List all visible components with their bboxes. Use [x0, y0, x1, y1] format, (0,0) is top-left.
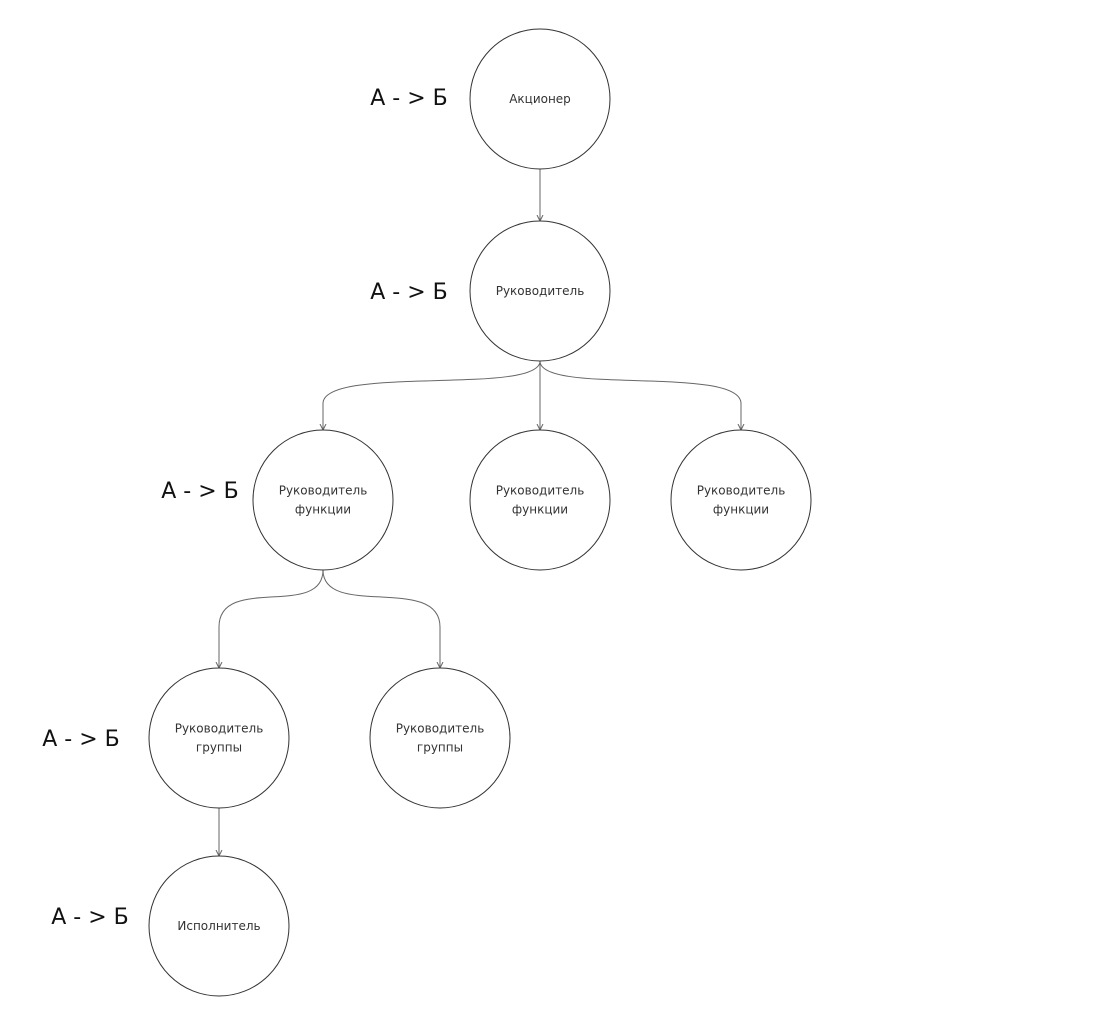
node-label-line: функции: [713, 503, 769, 517]
node-func-head-1[interactable]: Руководитель функции: [252, 429, 394, 571]
node-circle: [469, 220, 611, 362]
edge-head-to-func-head-3: [539, 360, 741, 430]
edge-func-head-1-to-group-head-2: [322, 569, 440, 668]
label-func-head: А - > Б: [161, 479, 239, 504]
node-label-line: Акционер: [509, 92, 571, 106]
node-circle: [148, 667, 290, 809]
node-label-line: Руководитель: [496, 484, 585, 498]
edges-layer: [219, 169, 741, 856]
nodes-layer: АкционерРуководительРуководительфункцииР…: [148, 28, 812, 997]
label-head: А - > Б: [370, 280, 448, 305]
edge-head-to-func-head-1: [323, 360, 541, 430]
node-group-head-1[interactable]: Руководитель группы: [148, 667, 290, 809]
node-label-line: функции: [295, 503, 351, 517]
node-label-line: Руководитель: [279, 484, 368, 498]
edge-func-head-1-to-group-head-1: [219, 569, 324, 668]
node-executor[interactable]: Исполнитель: [148, 855, 290, 997]
node-label-line: Исполнитель: [177, 919, 260, 933]
label-shareholder: А - > Б: [370, 86, 448, 111]
label-executor: А - > Б: [51, 905, 129, 930]
node-label-line: Руководитель: [175, 722, 264, 736]
node-label-line: Руководитель: [697, 484, 786, 498]
node-circle: [670, 429, 812, 571]
node-group-head-2[interactable]: Руководитель группы: [369, 667, 511, 809]
level-labels-layer: А - > Б А - > Б А - > Б А - > Б А - > Б: [42, 86, 448, 930]
node-label-line: Руководитель: [496, 284, 585, 298]
node-label-line: группы: [196, 741, 242, 755]
node-shareholder[interactable]: Акционер: [469, 28, 611, 170]
node-label-line: Руководитель: [396, 722, 485, 736]
node-func-head-3[interactable]: Руководитель функции: [670, 429, 812, 571]
node-label-line: функции: [512, 503, 568, 517]
node-func-head-2[interactable]: Руководитель функции: [469, 429, 611, 571]
node-circle: [469, 28, 611, 170]
label-group-head: А - > Б: [42, 727, 120, 752]
node-head[interactable]: Руководитель: [469, 220, 611, 362]
node-label-line: группы: [417, 741, 463, 755]
node-circle: [469, 429, 611, 571]
node-circle: [369, 667, 511, 809]
node-circle: [252, 429, 394, 571]
node-circle: [148, 855, 290, 997]
